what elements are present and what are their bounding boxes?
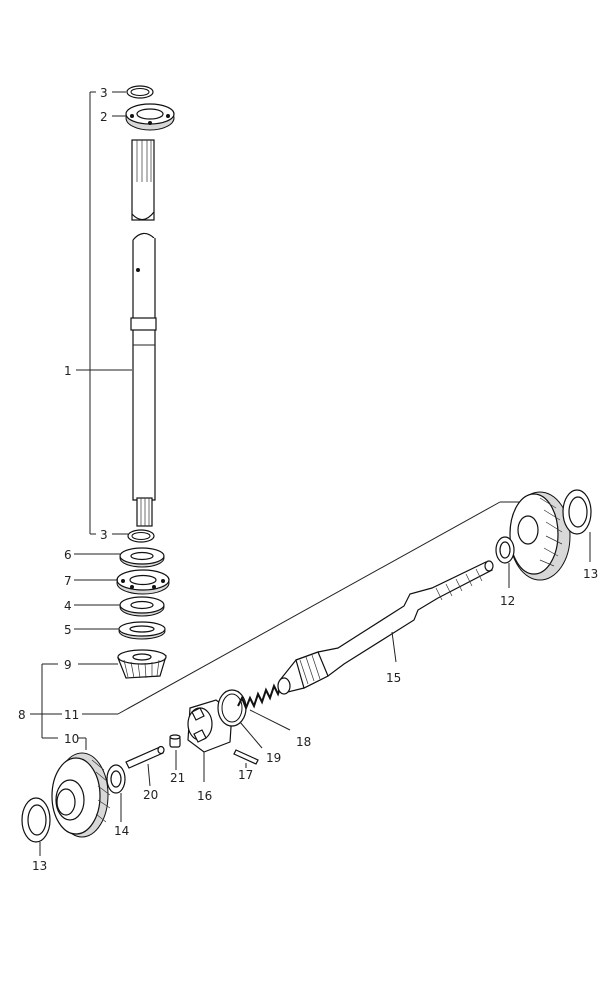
callout-14: 14	[114, 824, 129, 838]
callout-8: 8	[18, 708, 26, 722]
snap-ring-top	[126, 85, 154, 99]
callout-12: 12	[500, 594, 515, 608]
pin-17	[233, 749, 259, 768]
callout-1: 1	[64, 364, 72, 378]
pin-20	[125, 745, 165, 787]
callout-17: 17	[238, 768, 253, 782]
shim-13-left	[21, 797, 51, 856]
reverse-gear-10	[51, 752, 111, 838]
callout-18: 18	[296, 735, 311, 749]
callout-7: 7	[64, 574, 72, 588]
spring-18	[237, 681, 291, 731]
washer-12	[495, 536, 515, 588]
snap-ring-lower	[127, 529, 155, 543]
callout-5: 5	[64, 623, 72, 637]
callout-6: 6	[64, 548, 72, 562]
pinion-gear-9	[117, 649, 167, 679]
callout-13-left: 13	[32, 859, 47, 873]
clutch-dog-16	[187, 699, 233, 782]
callout-11: 11	[64, 708, 79, 722]
ring-19	[217, 689, 263, 749]
callout-21: 21	[170, 771, 185, 785]
shim-5	[118, 621, 166, 640]
callout-20: 20	[143, 788, 158, 802]
leader-lines-stack	[74, 553, 120, 630]
callout-16: 16	[197, 789, 212, 803]
thrust-bearing-7	[116, 569, 170, 595]
bracket-group-8	[30, 501, 520, 750]
callout-9: 9	[64, 658, 72, 672]
callout-10: 10	[64, 732, 79, 746]
forward-gear-11	[509, 491, 571, 581]
drive-shaft	[130, 139, 157, 527]
callout-19: 19	[266, 751, 281, 765]
pin-21	[169, 734, 181, 770]
shim-13-right	[562, 489, 592, 562]
callout-3-lower: 3	[100, 528, 108, 542]
callout-4: 4	[64, 599, 72, 613]
washer-4	[119, 596, 165, 617]
propeller-shaft-15	[277, 560, 494, 695]
bracket-group-1-3	[76, 91, 132, 535]
washer-6	[119, 547, 165, 568]
callout-3-top: 3	[100, 86, 108, 100]
bearing-top	[125, 103, 175, 131]
callout-15: 15	[386, 671, 401, 685]
callout-2: 2	[100, 110, 108, 124]
callout-13-right: 13	[583, 567, 598, 581]
washer-14	[106, 764, 126, 822]
